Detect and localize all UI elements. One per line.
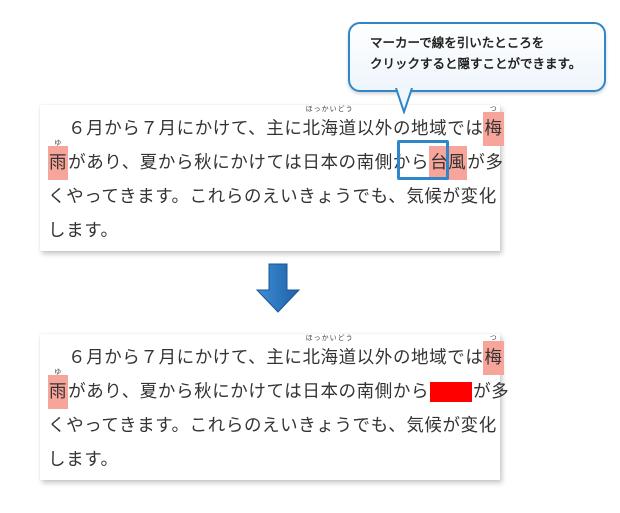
text-segment: があり、夏から秋にかけては日本の南側から <box>68 153 430 173</box>
text-line-3: くやってきます。これらのえいきょうでも、気候が変化 <box>48 187 497 207</box>
marker-word[interactable]: つ梅 <box>483 105 504 146</box>
marker-word[interactable]: ゆ雨 <box>48 139 69 180</box>
text-panel-before: ６月から７月にかけて、主にほっかいどう北海道以外の地域ではつ梅 ゆ雨があり、夏か… <box>40 105 504 251</box>
ruby-text: ほっかいどう <box>305 105 354 113</box>
text-segment: ６月から７月にかけて、主に <box>68 119 303 139</box>
text-segment: ６月から７月にかけて、主に <box>68 348 303 368</box>
ruby-word: ほっかいどう北海道 <box>302 334 357 375</box>
down-arrow-icon <box>255 263 301 313</box>
ruby-text: つ <box>489 105 498 113</box>
instruction-callout: マーカーで線を引いたところを クリックすると隠すことができます。 <box>348 22 606 92</box>
callout-pointer <box>395 88 413 114</box>
ruby-base: 北海道 <box>302 119 357 139</box>
text-line-4: します。 <box>48 221 119 241</box>
ruby-text: ほっかいどう <box>305 334 354 342</box>
ruby-text: ゆ <box>54 139 62 147</box>
text-line-4: します。 <box>48 450 119 470</box>
ruby-word: ほっかいどう北海道 <box>302 105 357 146</box>
marker-text: 梅 <box>484 348 503 368</box>
ruby-base: 北海道 <box>302 348 357 368</box>
text-line-2: ゆ雨があり、夏から秋にかけては日本の南側から が多 <box>48 368 510 409</box>
highlight-focus-box <box>397 140 449 180</box>
text-line-1: ６月から７月にかけて、主にほっかいどう北海道以外の地域ではつ梅 <box>68 105 504 146</box>
marker-word[interactable]: ゆ雨 <box>48 368 69 409</box>
marker-word[interactable]: つ梅 <box>483 334 504 375</box>
text-segment: があり、夏から秋にかけては日本の南側から <box>68 382 430 402</box>
ruby-text: ゆ <box>54 368 62 376</box>
marker-text: 雨 <box>49 153 68 173</box>
marker-text: 雨 <box>49 382 68 402</box>
text-line-3: くやってきます。これらのえいきょうでも、気候が変化 <box>48 416 497 436</box>
marker-text: 梅 <box>484 119 503 139</box>
callout-line-1: マーカーで線を引いたところを <box>370 35 545 50</box>
hidden-word-block[interactable] <box>430 382 473 402</box>
text-line-1: ６月から７月にかけて、主にほっかいどう北海道以外の地域ではつ梅 <box>68 334 504 375</box>
ruby-text: つ <box>489 334 498 342</box>
text-segment: が多 <box>473 382 510 402</box>
text-segment: 以外の地域では <box>356 348 484 368</box>
callout-line-2: クリックすると隠すことができます。 <box>370 56 582 71</box>
text-segment: が多 <box>467 153 504 173</box>
text-panel-after: ６月から７月にかけて、主にほっかいどう北海道以外の地域ではつ梅 ゆ雨があり、夏か… <box>40 334 509 480</box>
text-segment: 以外の地域では <box>356 119 484 139</box>
